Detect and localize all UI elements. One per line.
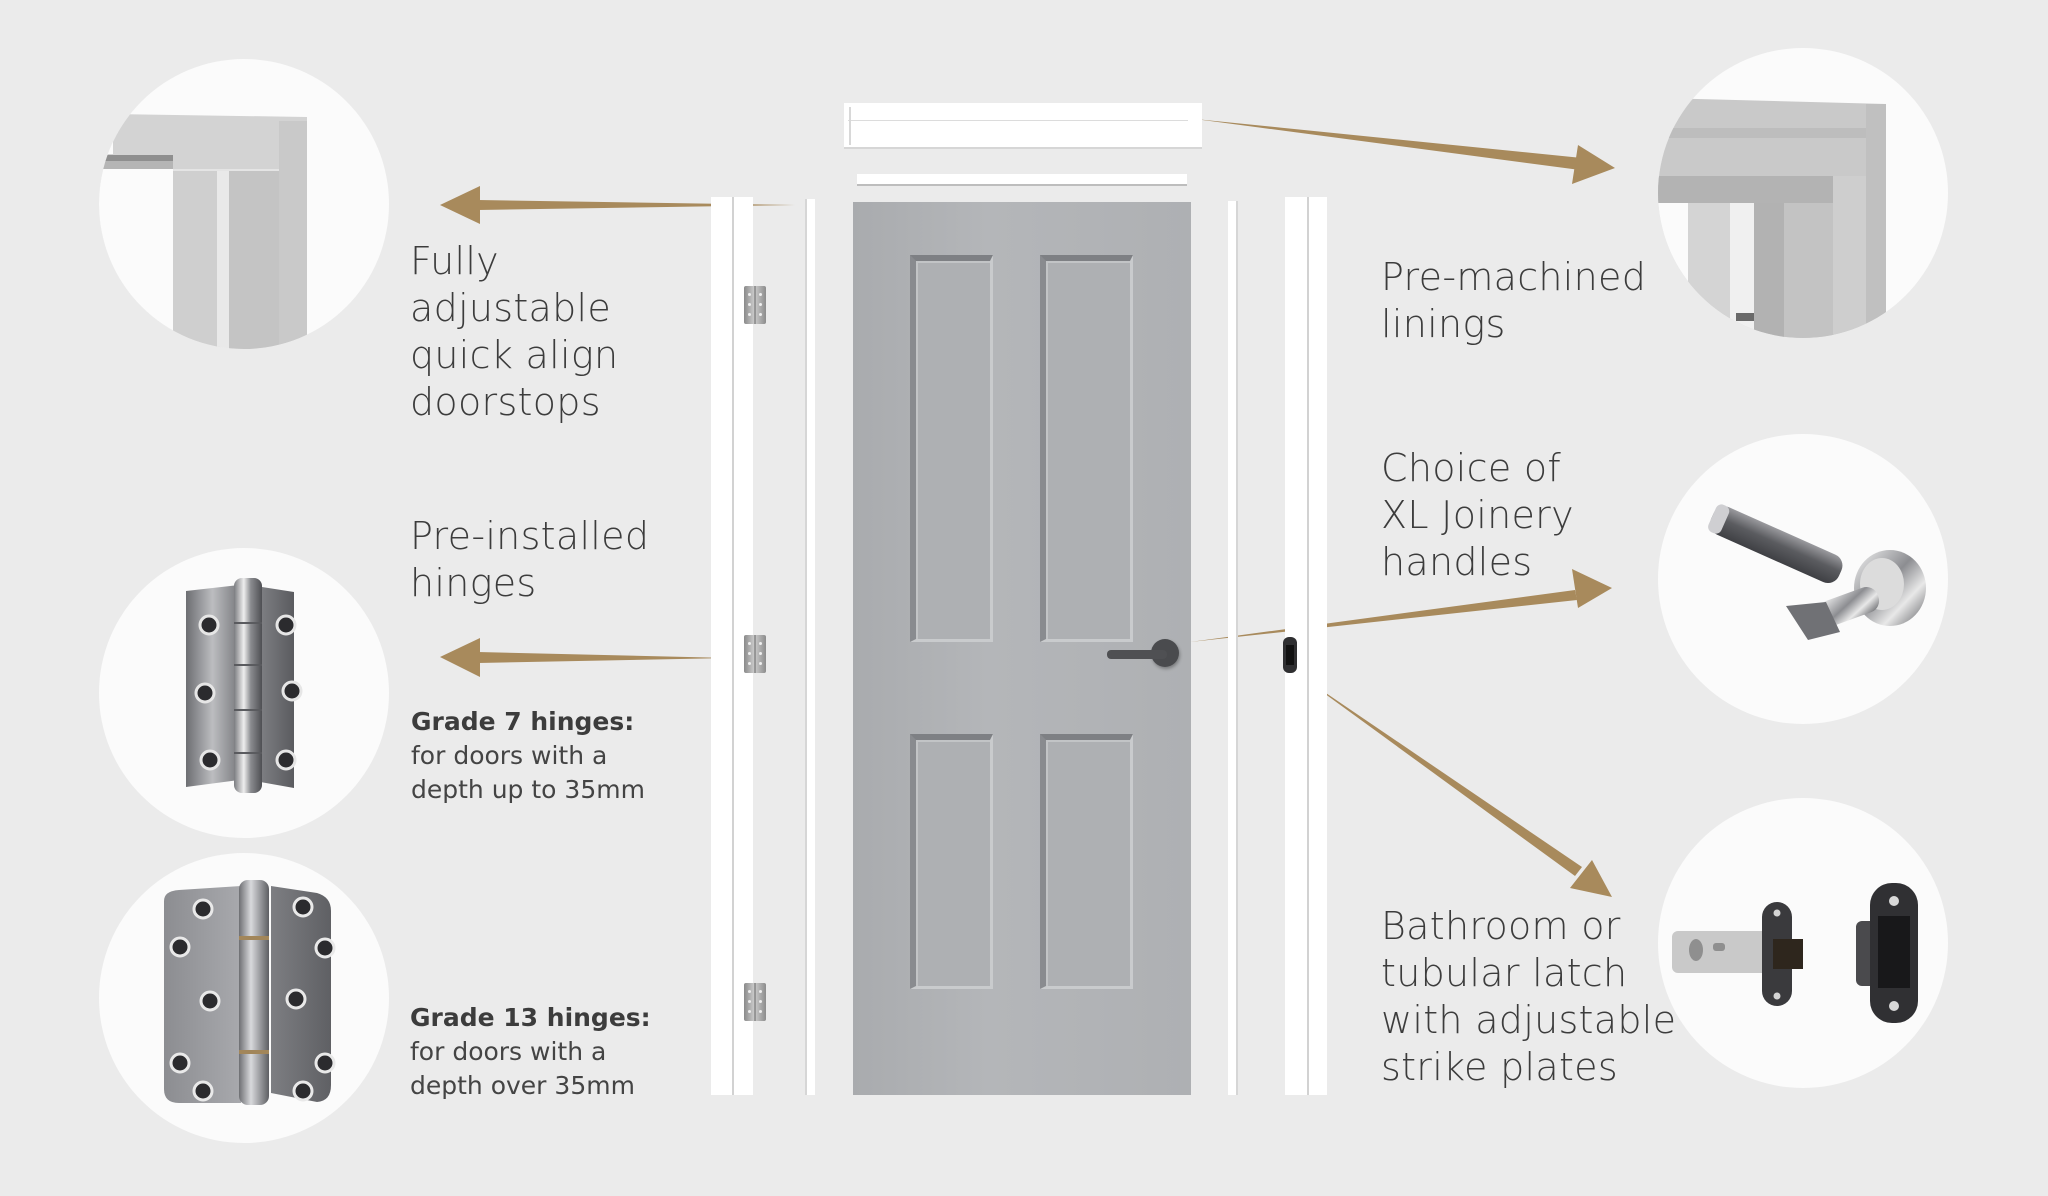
grade-13-hinges-spec: Grade 13 hinges: for doors with a depth …	[410, 1001, 651, 1103]
hinges-label: Pre-installed hinges	[410, 514, 650, 605]
door-hinge-top	[744, 286, 766, 324]
latch-strike-plate-icon	[1672, 883, 1918, 1023]
latch-detail-image	[1658, 798, 1948, 1088]
door-frame-corner-icon	[99, 114, 307, 349]
right-doorstop	[1228, 201, 1238, 1095]
grade-7-line-1: for doors with a	[411, 741, 608, 770]
arrow-linings	[1195, 119, 1615, 184]
latch-label: Bathroom or tubular latch with adjustabl…	[1381, 904, 1677, 1089]
left-doorstop	[805, 199, 815, 1095]
linings-label: Pre-machined linings	[1381, 255, 1647, 346]
strike-plate	[1283, 637, 1297, 673]
lever-handle-icon	[1708, 504, 1926, 640]
grade-7-hinge-image	[99, 548, 389, 838]
grade-7-line-2: depth up to 35mm	[411, 775, 645, 804]
grade-13-hinge-icon	[164, 880, 336, 1105]
grade-13-hinge-image	[99, 853, 389, 1143]
head-doorstop	[857, 174, 1187, 186]
door-panel-bottom-right	[1040, 734, 1133, 989]
arrow-doorstops	[440, 186, 795, 224]
head-lining-edge	[848, 120, 1188, 121]
door-panel-bottom-left	[910, 734, 993, 989]
lining-corner-icon	[1658, 98, 1886, 338]
arrow-latch	[1295, 672, 1612, 897]
head-lining-left-edge	[849, 107, 851, 145]
linings-detail-image	[1658, 48, 1948, 338]
grade-7-title: Grade 7 hinges:	[411, 707, 635, 736]
door-panel-top-left	[910, 255, 993, 642]
grade-7-hinge-icon	[186, 578, 303, 793]
grade-13-title: Grade 13 hinges:	[410, 1003, 651, 1032]
handle-detail-image	[1658, 434, 1948, 724]
door-handle-lever	[1107, 650, 1167, 659]
doorstops-label: Fully adjustable quick align doorstops	[410, 239, 619, 424]
arrow-hinges	[440, 638, 730, 677]
grade-13-line-1: for doors with a	[410, 1037, 607, 1066]
grade-13-line-2: depth over 35mm	[410, 1071, 635, 1100]
door-hinge-middle	[744, 635, 766, 673]
head-lining	[844, 103, 1202, 149]
left-jamb-line	[732, 197, 734, 1095]
door-panel-top-right	[1040, 255, 1133, 642]
grade-7-hinges-spec: Grade 7 hinges: for doors with a depth u…	[411, 705, 645, 807]
handles-label: Choice of XL Joinery handles	[1381, 446, 1574, 584]
right-jamb-line	[1307, 197, 1309, 1095]
doorstop-detail-image	[99, 59, 389, 349]
door-leaf	[853, 202, 1191, 1095]
door-hinge-bottom	[744, 983, 766, 1021]
